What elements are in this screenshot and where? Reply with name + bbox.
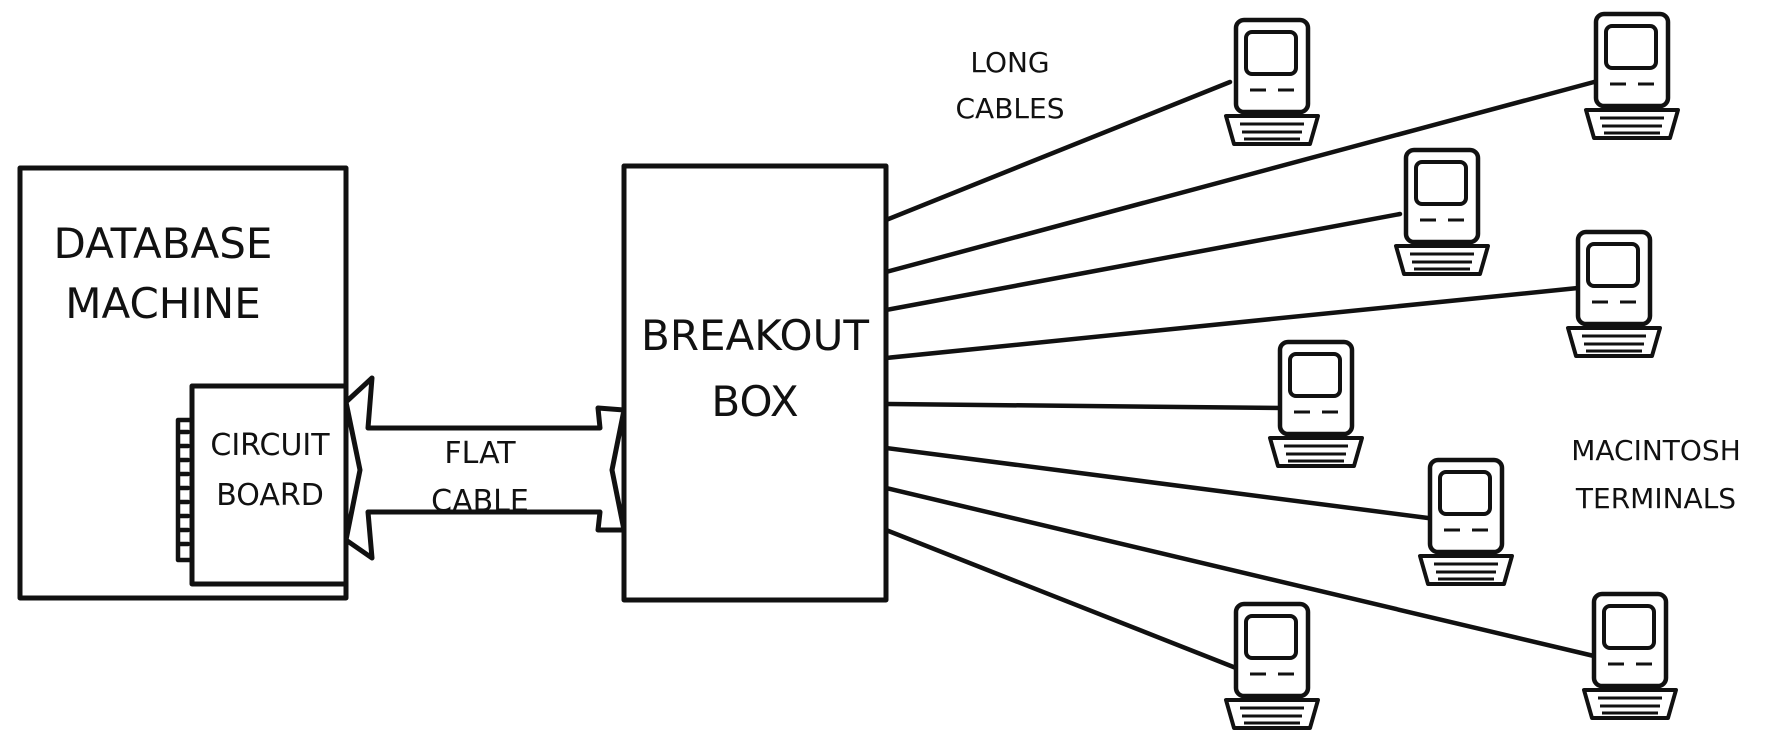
long-cable-5 [886,404,1284,408]
long-cable-8 [886,530,1236,668]
macintosh-terminal-icon [1226,604,1318,728]
macintosh-terminal-icon [1584,594,1676,718]
macintosh-terminal-icon [1396,150,1488,274]
macintosh-terminal-icon [1586,14,1678,138]
macintosh-terminal-icon [1226,20,1318,144]
long-cable-4 [886,288,1578,358]
macintosh-terminal-icon [1568,232,1660,356]
macintosh-terminal-icon [1270,342,1362,466]
long-cable-3 [886,214,1400,310]
macintosh-terminal-icon [1420,460,1512,584]
